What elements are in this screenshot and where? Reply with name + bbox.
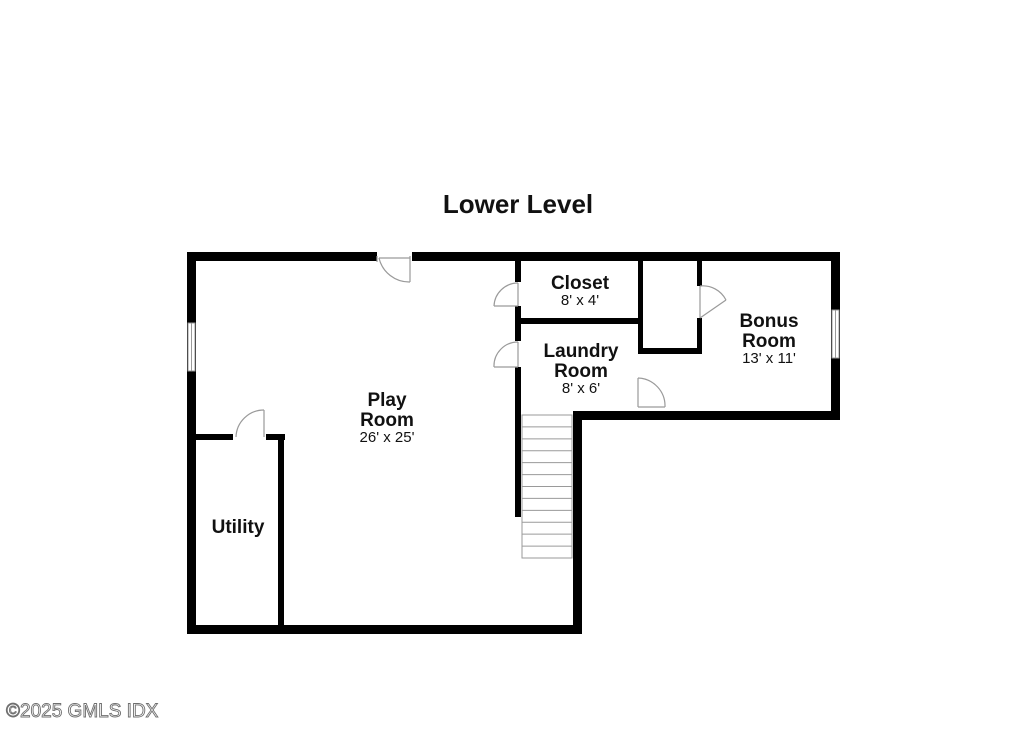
bonus-room-name-line2: Room	[742, 331, 796, 352]
wall-utility-side	[278, 434, 284, 634]
room-utility: Utility	[212, 517, 265, 538]
wall-left	[187, 252, 196, 634]
laundry-room-name-line2: Room	[554, 361, 608, 382]
play-room-size: 26' x 25'	[360, 429, 415, 446]
wall-step-vertical	[573, 411, 582, 634]
closet-name: Closet	[551, 273, 610, 294]
room-laundry: Laundry Room 8' x 6'	[544, 341, 619, 397]
laundry-room-name-line1: Laundry	[544, 341, 619, 362]
wall-bonus-left-a	[697, 252, 702, 286]
closet-size: 8' x 4'	[561, 292, 599, 309]
wall-top-right	[412, 252, 840, 261]
door-utility	[235, 409, 265, 438]
door-laundry	[493, 341, 519, 368]
wall-bottom	[187, 625, 582, 634]
wall-closet-left-a	[515, 252, 521, 282]
play-room-name-line1: Play	[367, 390, 407, 411]
exterior-walls	[187, 252, 840, 634]
wall-utility-top-b	[266, 434, 285, 440]
wall-closet-right	[638, 252, 643, 354]
door-top-entry	[376, 256, 411, 283]
door-closet	[493, 282, 519, 307]
room-bonus: Bonus Room 13' x 11'	[739, 311, 798, 367]
wall-bonus-left-b	[697, 318, 702, 354]
wall-utility-top-a	[187, 434, 233, 440]
wall-bonus-nook-bottom	[638, 348, 702, 354]
interior-walls	[187, 252, 702, 634]
door-laundry-bottom	[637, 377, 666, 408]
wall-top-left	[187, 252, 377, 261]
staircase	[521, 414, 573, 559]
utility-name: Utility	[212, 517, 265, 538]
wall-laundry-left	[515, 367, 521, 517]
bonus-room-name-line1: Bonus	[739, 311, 798, 332]
room-play: Play Room 26' x 25'	[360, 390, 415, 446]
laundry-room-size: 8' x 6'	[562, 380, 600, 397]
door-bonus	[699, 285, 727, 319]
windows	[187, 309, 840, 372]
play-room-name-line2: Room	[360, 410, 414, 431]
bonus-room-size: 13' x 11'	[742, 350, 796, 367]
doors	[235, 256, 727, 438]
floor-title: Lower Level	[443, 189, 593, 219]
watermark: ©2025 GMLS IDX	[6, 701, 159, 722]
wall-closet-bottom	[515, 318, 641, 324]
wall-step-horizontal	[573, 411, 840, 420]
room-closet: Closet 8' x 4'	[551, 273, 610, 309]
